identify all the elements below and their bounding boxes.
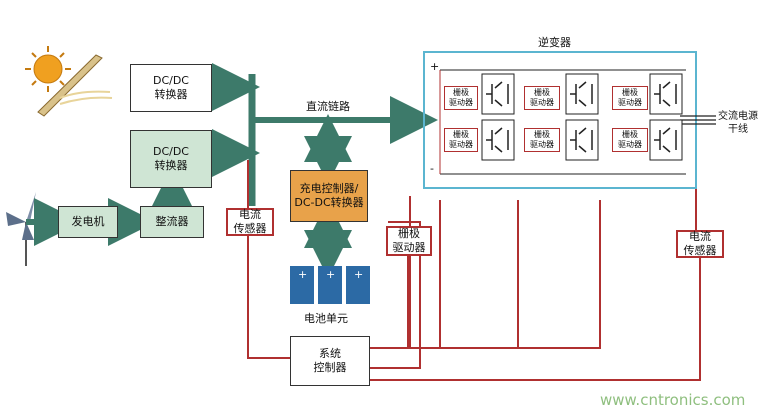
dcdc-converter-mid: DC/DC 转换器 (130, 130, 212, 188)
battery-cell-sign: + (354, 268, 364, 281)
igbt-switch-icon (565, 73, 599, 115)
battery-cell-sign: + (298, 268, 308, 281)
igbt-switch-icon (481, 73, 515, 115)
igbt-switch-icon (481, 119, 515, 161)
gate-driver-small: 栅极 驱动器 (444, 86, 478, 110)
wind-turbine-icon (6, 192, 82, 266)
igbt-switch-icon (649, 73, 683, 115)
igbt-switch-icon (649, 119, 683, 161)
battery-cell (290, 266, 314, 304)
generator-block: 发电机 (58, 206, 118, 238)
dcdc-converter-top: DC/DC 转换器 (130, 64, 212, 112)
charge-controller-block: 充电控制器/ DC-DC转换器 (290, 170, 368, 222)
battery-cell (346, 266, 370, 304)
system-controller-block: 系统 控制器 (290, 336, 370, 386)
gate-driver-block: 栅极 驱动器 (386, 226, 432, 256)
inverter-plus-label: + (430, 60, 440, 73)
rectifier-block: 整流器 (140, 206, 204, 238)
ac-mains-label: 交流电源 干线 (718, 111, 758, 135)
gate-driver-small: 栅极 驱动器 (612, 86, 648, 110)
watermark: www.cntronics.com (600, 391, 746, 409)
current-sensor-right: 电流 传感器 (676, 230, 724, 258)
current-sensor-left: 电流 传感器 (226, 208, 274, 236)
igbt-switch-group (481, 73, 683, 161)
battery-cells (290, 266, 370, 304)
inverter-label: 逆变器 (538, 36, 571, 49)
battery-cell (318, 266, 342, 304)
sun-icon (25, 46, 71, 92)
inverter-minus-label: - (430, 162, 434, 175)
igbt-switch-icon (565, 119, 599, 161)
dc-link-label: 直流链路 (306, 100, 350, 113)
gate-driver-small: 栅极 驱动器 (524, 128, 560, 152)
gate-driver-small: 栅极 驱动器 (524, 86, 560, 110)
gate-driver-small: 栅极 驱动器 (444, 128, 478, 152)
battery-label: 电池单元 (304, 312, 348, 325)
solar-panel-icon (37, 54, 113, 117)
battery-cell-sign: + (326, 268, 336, 281)
gate-driver-small: 栅极 驱动器 (612, 128, 648, 152)
